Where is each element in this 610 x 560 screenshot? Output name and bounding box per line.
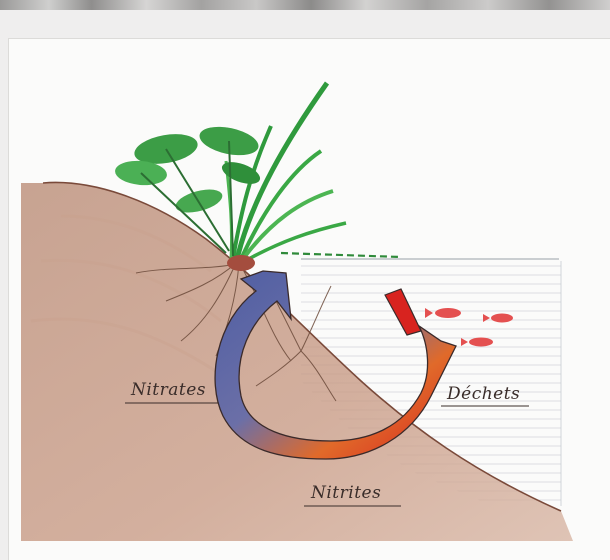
label-dechets: Déchets <box>446 384 520 404</box>
label-nitrates: Nitrates <box>130 380 206 400</box>
label-nitrates-group: Nitrates <box>125 380 219 403</box>
paper-sheet: Nitrates Nitrites Déchets <box>8 38 610 560</box>
label-dechets-group: Déchets <box>441 384 529 406</box>
label-nitrites: Nitrites <box>310 483 381 503</box>
